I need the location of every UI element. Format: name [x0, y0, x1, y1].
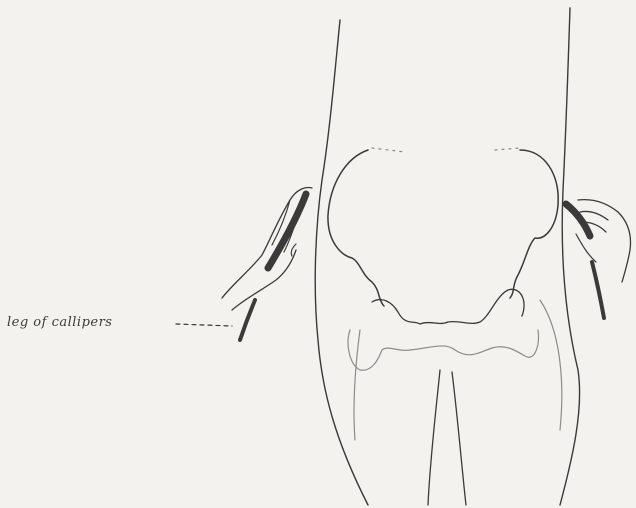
label-leader-dashes: [176, 324, 232, 326]
